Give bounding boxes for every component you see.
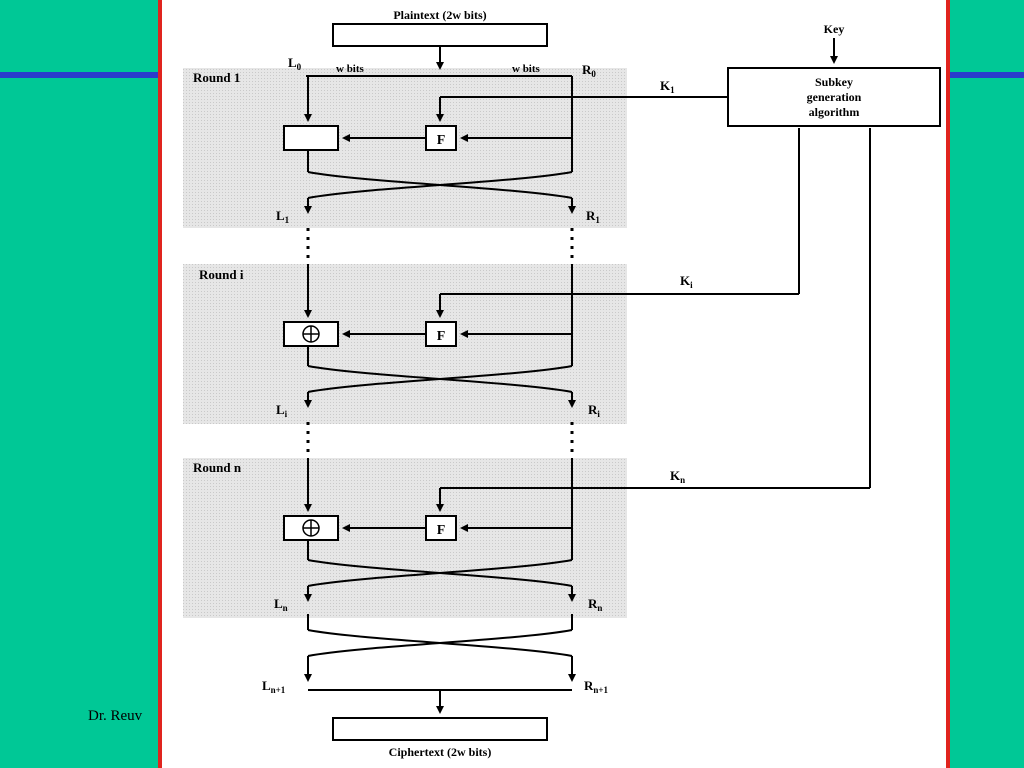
round-i-subkey-label: Ki bbox=[680, 273, 693, 290]
round-1-label: Round 1 bbox=[193, 70, 240, 85]
round-n-subkey-label: Kn bbox=[670, 468, 685, 485]
round-1-xor-box bbox=[283, 125, 339, 151]
round-i-out-right-label: Ri bbox=[588, 402, 600, 419]
input-right-label: R0 bbox=[582, 62, 596, 79]
left-header-stripe bbox=[0, 72, 160, 78]
round-i-label: Round i bbox=[199, 267, 244, 282]
round-1-area bbox=[183, 68, 627, 228]
plaintext-label: Plaintext (2w bits) bbox=[393, 8, 486, 22]
round-i-f-label: F bbox=[437, 329, 446, 344]
input-left-label: L0 bbox=[288, 55, 302, 72]
ciphertext-label: Ciphertext (2w bits) bbox=[389, 745, 492, 759]
round-n-f-box bbox=[425, 515, 457, 541]
subkey-generation-box bbox=[727, 67, 941, 127]
round-1-out-left-label: L1 bbox=[276, 208, 290, 225]
round-1-subkey-label: K1 bbox=[660, 78, 675, 95]
ciphertext-box bbox=[332, 717, 548, 741]
round-i-f-box bbox=[425, 321, 457, 347]
round-1-out-right-label: R1 bbox=[586, 208, 600, 225]
round-n-f-label: F bbox=[437, 523, 446, 538]
final-left-label: Ln+1 bbox=[262, 678, 286, 695]
subkey-box-label-line1: Subkey bbox=[815, 75, 853, 89]
round-n-out-right-label: Rn bbox=[588, 596, 602, 613]
subkey-box-label-line2: generation bbox=[807, 90, 862, 104]
key-label: Key bbox=[824, 22, 845, 36]
round-i-area bbox=[183, 264, 627, 424]
final-right-label: Rn+1 bbox=[584, 678, 609, 695]
subkey-box-label-line3: algorithm bbox=[809, 105, 860, 119]
round-n-out-left-label: Ln bbox=[274, 596, 288, 613]
w-bits-left-label: w bits bbox=[336, 63, 365, 75]
plaintext-box bbox=[332, 23, 548, 47]
w-bits-right-label: w bits bbox=[512, 63, 541, 75]
round-n-area bbox=[183, 458, 627, 618]
right-header-stripe bbox=[948, 72, 1024, 78]
round-1-f-label: F bbox=[437, 133, 446, 148]
round-n-label: Round n bbox=[193, 460, 242, 475]
footer-author: Dr. Reuv bbox=[88, 708, 143, 724]
round-i-out-left-label: Li bbox=[276, 402, 288, 419]
